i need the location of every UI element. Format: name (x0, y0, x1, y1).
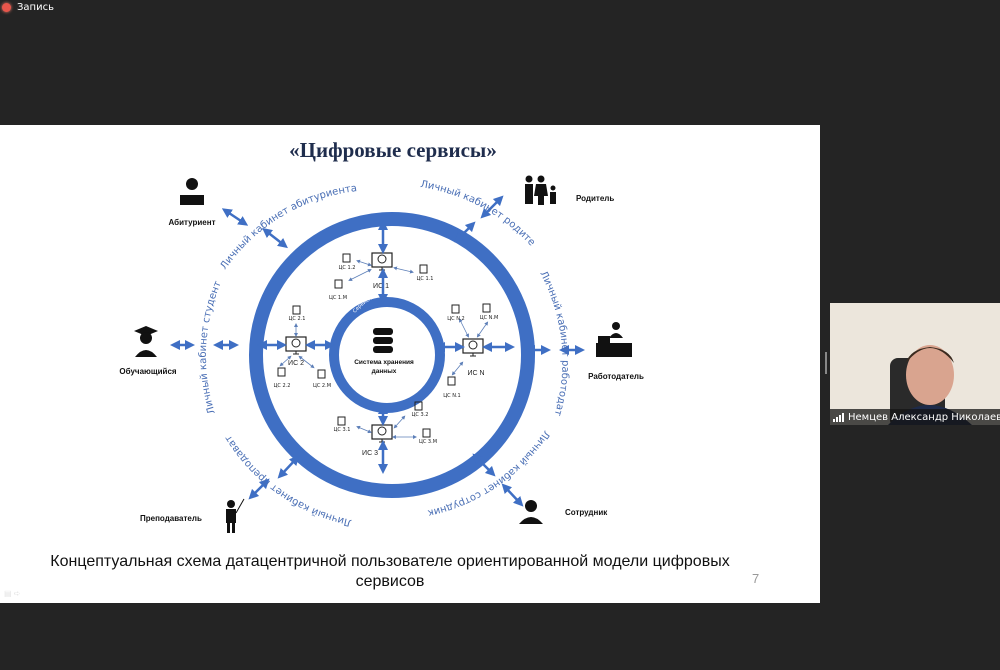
slide-controls[interactable]: ▤ ➪ (4, 589, 21, 598)
graduate-icon (134, 326, 158, 357)
svc-3-m: ЦС 3.М (419, 439, 437, 445)
family-icon (525, 175, 556, 205)
shared-slide: «Цифровые сервисы» Сервисная шина данных… (0, 125, 820, 603)
is2-monitor-icon (285, 336, 307, 355)
is3-monitor-icon (371, 424, 393, 443)
is1-label: ИС 1 (373, 283, 389, 290)
svc-1-m: ЦС 1.М (329, 295, 347, 301)
record-dot-icon (2, 3, 11, 12)
diagram: «Цифровые сервисы» Сервисная шина данных… (0, 125, 644, 533)
cabinet-teacher: Личный кабинет преподавателя (0, 125, 353, 528)
reader-icon (180, 178, 204, 205)
storage-label-2: данных (372, 368, 397, 375)
recording-indicator[interactable]: Запись (2, 2, 54, 13)
participant-video[interactable]: Немцев Александр Николаевич (830, 303, 1000, 425)
recording-label: Запись (17, 2, 54, 13)
user-parent: Родитель (576, 194, 614, 203)
caption-line-2: сервисов (355, 573, 425, 590)
svc-1-1: ЦС 1.1 (417, 276, 434, 282)
svc-3-2: ЦС 3.2 (412, 412, 429, 418)
slide-caption: Концептуальная схема датацентричной поль… (0, 552, 780, 592)
svc-n-m: ЦС N.М (480, 315, 499, 321)
inner-service-bus-ring (329, 297, 445, 413)
isn-label: ИС N (467, 370, 484, 377)
user-staff: Сотрудник (565, 508, 608, 517)
forward-icon[interactable]: ➪ (13, 589, 21, 598)
svc-2-2: ЦС 2.2 (274, 383, 291, 389)
user-student: Обучающийся (119, 367, 176, 376)
user-abiturient: Абитуриент (169, 218, 216, 227)
user-teacher: Преподаватель (140, 514, 202, 523)
cabinet-student: Личный кабинет студента (0, 125, 224, 415)
participant-name: Немцев Александр Николаевич (848, 411, 1000, 423)
panel-splitter-handle[interactable] (825, 352, 827, 374)
page-number: 7 (752, 571, 760, 586)
outer-service-bus-ring (249, 212, 535, 498)
is3-label: ИС 3 (362, 450, 378, 457)
employee-icon (519, 500, 543, 524)
svc-1-2: ЦС 1.2 (339, 265, 356, 271)
svc-n-2: ЦС N.2 (447, 316, 464, 322)
participant-silhouette (888, 345, 972, 425)
database-icon (373, 328, 393, 353)
caption-line-1: Концептуальная схема датацентричной поль… (50, 553, 730, 570)
svc-3-1: ЦС 3.1 (334, 427, 351, 433)
is1-monitor-icon (371, 252, 393, 271)
employer-desk-icon (596, 322, 632, 357)
user-employer: Работодатель (588, 372, 644, 381)
signal-strength-icon (833, 412, 844, 422)
notes-icon[interactable]: ▤ (4, 589, 12, 598)
isn-monitor-icon (462, 338, 484, 357)
svc-2-1: ЦС 2.1 (289, 316, 306, 322)
slide-title: «Цифровые сервисы» (289, 138, 497, 162)
storage-label-1: Система хранения (354, 359, 414, 366)
svc-2-m: ЦС 2.М (313, 383, 331, 389)
svc-n-1: ЦС N.1 (443, 393, 460, 399)
teacher-icon (226, 498, 245, 533)
participant-name-bar: Немцев Александр Николаевич (830, 409, 1000, 425)
is2-label: ИС 2 (288, 360, 304, 367)
